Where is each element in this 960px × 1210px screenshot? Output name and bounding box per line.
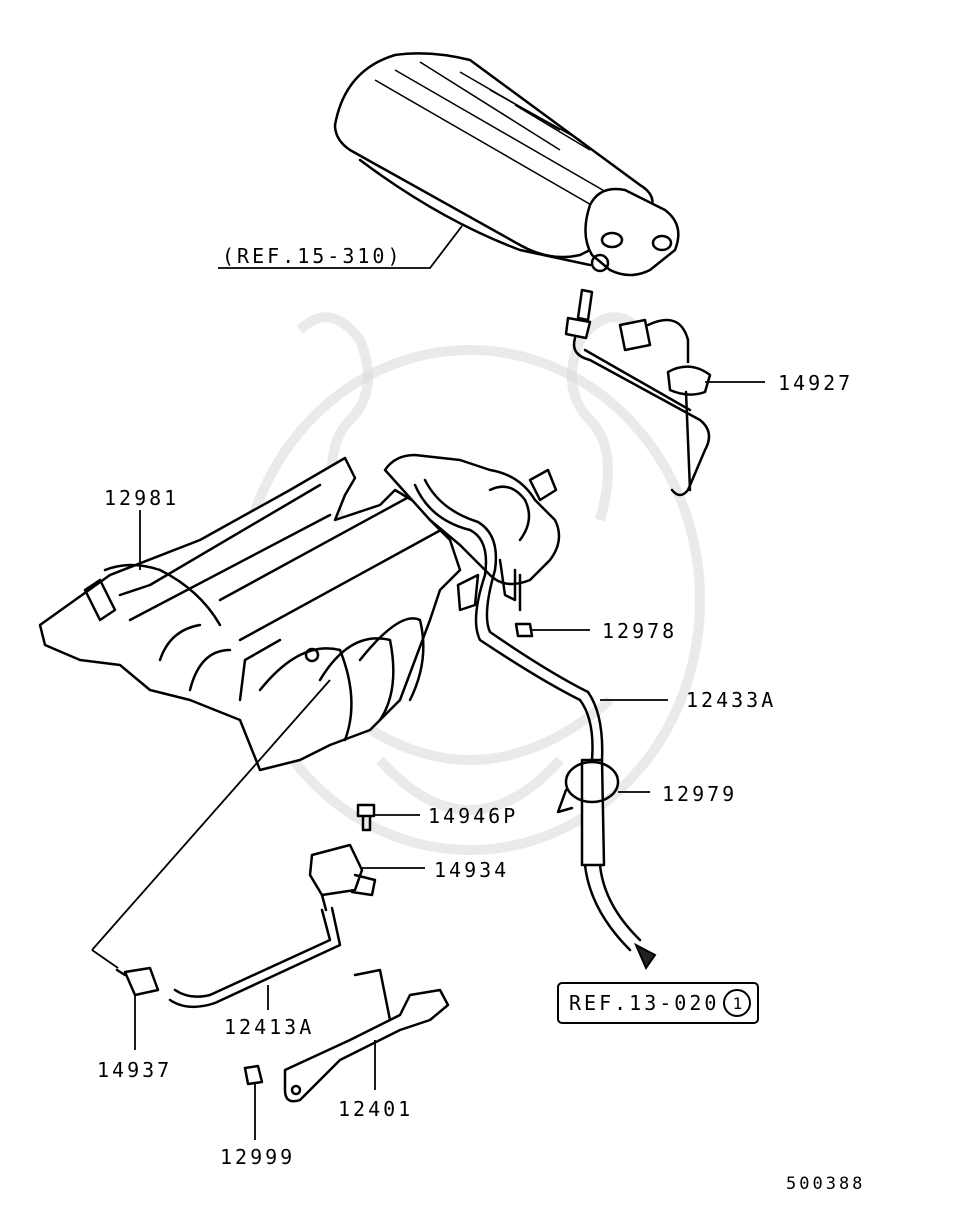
- part-label-14927: 14927: [778, 371, 854, 395]
- vacuum-hose-12433A: [413, 478, 657, 971]
- part-label-12999: 12999: [220, 1145, 296, 1169]
- ref-box-bottom: REF.13-020 1: [557, 982, 760, 1024]
- sensor-hose-14927: [564, 288, 712, 497]
- part-label-14937: 14937: [97, 1058, 173, 1082]
- solenoid-valve-14934: [308, 843, 377, 912]
- bolt-14946P: [356, 803, 376, 832]
- ref-label-bottom: REF.13-020: [569, 991, 720, 1015]
- part-label-14946P: 14946P: [428, 804, 519, 828]
- part-label-12413A: 12413A: [224, 1015, 315, 1039]
- part-label-12401: 12401: [338, 1097, 414, 1121]
- part-label-12433A: 12433A: [686, 688, 777, 712]
- bolt-12978: [514, 622, 534, 638]
- intake-manifold-illustration: [38, 456, 462, 772]
- ref-label-top: (REF.15-310): [222, 244, 403, 268]
- ref-circle-number: 1: [723, 989, 752, 1017]
- clamp-12979: [556, 760, 620, 814]
- air-cleaner-illustration: [333, 52, 680, 277]
- hose-12413A: [168, 906, 342, 1009]
- part-label-14934: 14934: [434, 858, 510, 882]
- part-label-12979: 12979: [662, 782, 738, 806]
- leader-lines: [91, 225, 765, 1140]
- diagram-number: 500388: [786, 1174, 866, 1194]
- part-label-12978: 12978: [602, 619, 678, 643]
- bracket-12401: [283, 968, 450, 1103]
- part-label-12981: 12981: [104, 486, 180, 510]
- bolt-12999: [243, 1064, 264, 1086]
- sensor-14937: [115, 966, 160, 997]
